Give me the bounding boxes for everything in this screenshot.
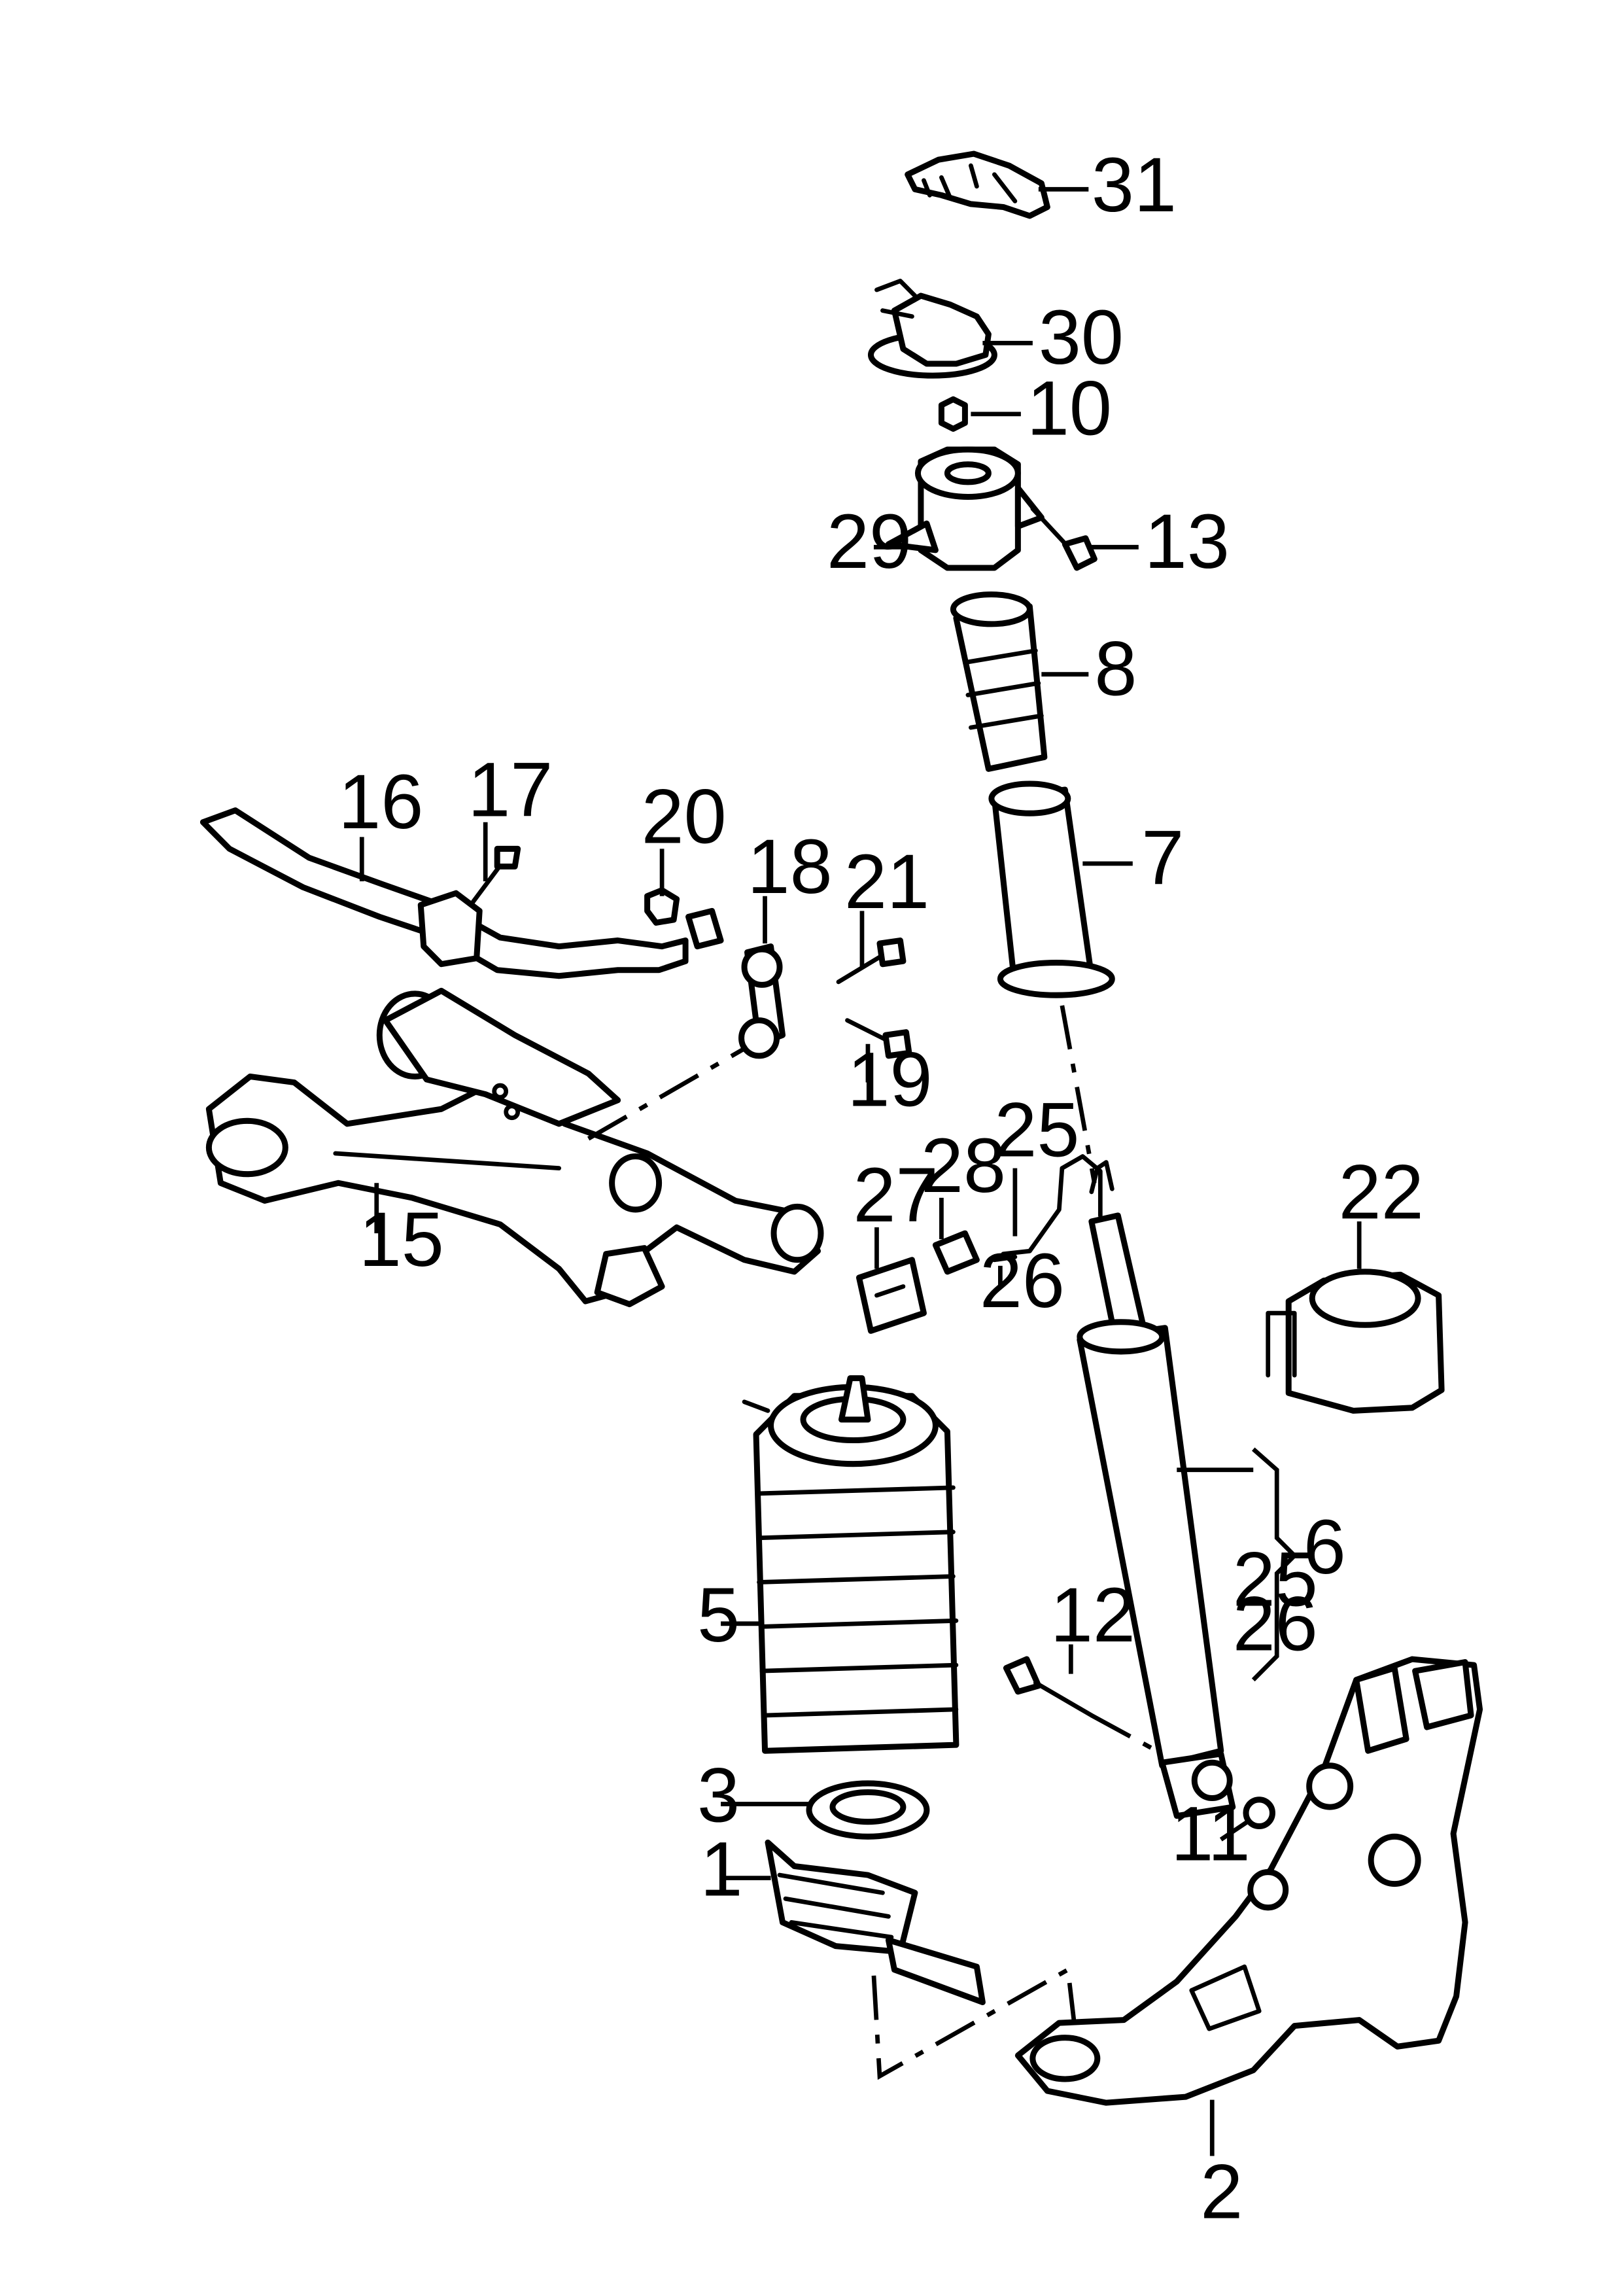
callout-25-sensor: 25 xyxy=(994,1087,1079,1172)
part-3-spring-seat xyxy=(806,1780,930,1840)
callout-10: 10 xyxy=(1027,365,1112,451)
callout-6: 6 xyxy=(1304,1504,1346,1590)
callout-20: 20 xyxy=(642,773,727,859)
part-8-bump-stop xyxy=(950,591,1048,772)
part-21-bolt xyxy=(836,937,907,985)
callout-3: 3 xyxy=(697,1752,740,1838)
part-7-dust-boot xyxy=(988,780,1115,998)
callout-5: 5 xyxy=(697,1572,740,1658)
callout-21: 21 xyxy=(844,839,929,924)
group-bracket-6 xyxy=(1251,1447,1298,1682)
part-5-air-spring xyxy=(742,1375,959,1754)
locating-line xyxy=(871,1966,1077,2080)
part-12-bolt xyxy=(1003,1656,1164,1756)
part-11-washer xyxy=(1243,1796,1275,1830)
part-22-guide-sleeve xyxy=(1266,1269,1445,1414)
callout-8: 8 xyxy=(1094,625,1137,711)
part-27-connector xyxy=(855,1257,927,1334)
part-17-bolt-clamp xyxy=(417,845,521,968)
part-16-stabilizer-bar xyxy=(199,807,689,979)
callout-29: 29 xyxy=(827,499,912,584)
callout-30: 30 xyxy=(1039,294,1124,380)
locating-line xyxy=(587,1045,749,1141)
callout-25-group: 25 xyxy=(1233,1536,1318,1622)
callout-26-sensor: 26 xyxy=(980,1238,1065,1323)
leader-lines xyxy=(359,186,1362,2156)
part-2-wheel-carrier xyxy=(1014,1656,1483,2106)
part-31-bracket xyxy=(905,150,1050,219)
callout-13: 13 xyxy=(1145,499,1230,584)
part-18-coupling-rod xyxy=(685,907,786,1059)
callout-12: 12 xyxy=(1050,1572,1135,1658)
callout-31: 31 xyxy=(1092,142,1177,228)
callout-1: 1 xyxy=(700,1826,743,1912)
callout-7: 7 xyxy=(1141,815,1184,900)
callout-15: 15 xyxy=(359,1197,444,1282)
callout-22: 22 xyxy=(1339,1149,1424,1235)
part-6-shock-absorber xyxy=(1060,1005,1236,1819)
callout-17: 17 xyxy=(468,746,553,832)
callout-labels: 31 30 10 13 29 8 7 16 17 20 18 21 19 15 … xyxy=(338,142,1423,2235)
part-28-sleeve xyxy=(932,1230,980,1275)
callout-27: 27 xyxy=(853,1152,938,1238)
callout-11: 11 xyxy=(1171,1791,1250,1876)
callout-28: 28 xyxy=(921,1123,1006,1208)
callout-16: 16 xyxy=(338,759,423,845)
callout-2: 2 xyxy=(1200,2148,1243,2234)
part-15-control-arm xyxy=(205,987,824,1308)
part-1-spring-pad xyxy=(765,1839,986,2005)
part-13-bolt xyxy=(1030,506,1097,571)
part-25-26-sensor-wire xyxy=(992,1154,1103,1263)
part-30-mount-cap xyxy=(867,279,997,379)
callout-26-group: 26 xyxy=(1233,1581,1318,1666)
part-10-nut xyxy=(938,396,968,432)
part-19-bolt xyxy=(845,1018,912,1059)
callout-18: 18 xyxy=(748,824,833,909)
callout-19: 19 xyxy=(847,1036,932,1122)
